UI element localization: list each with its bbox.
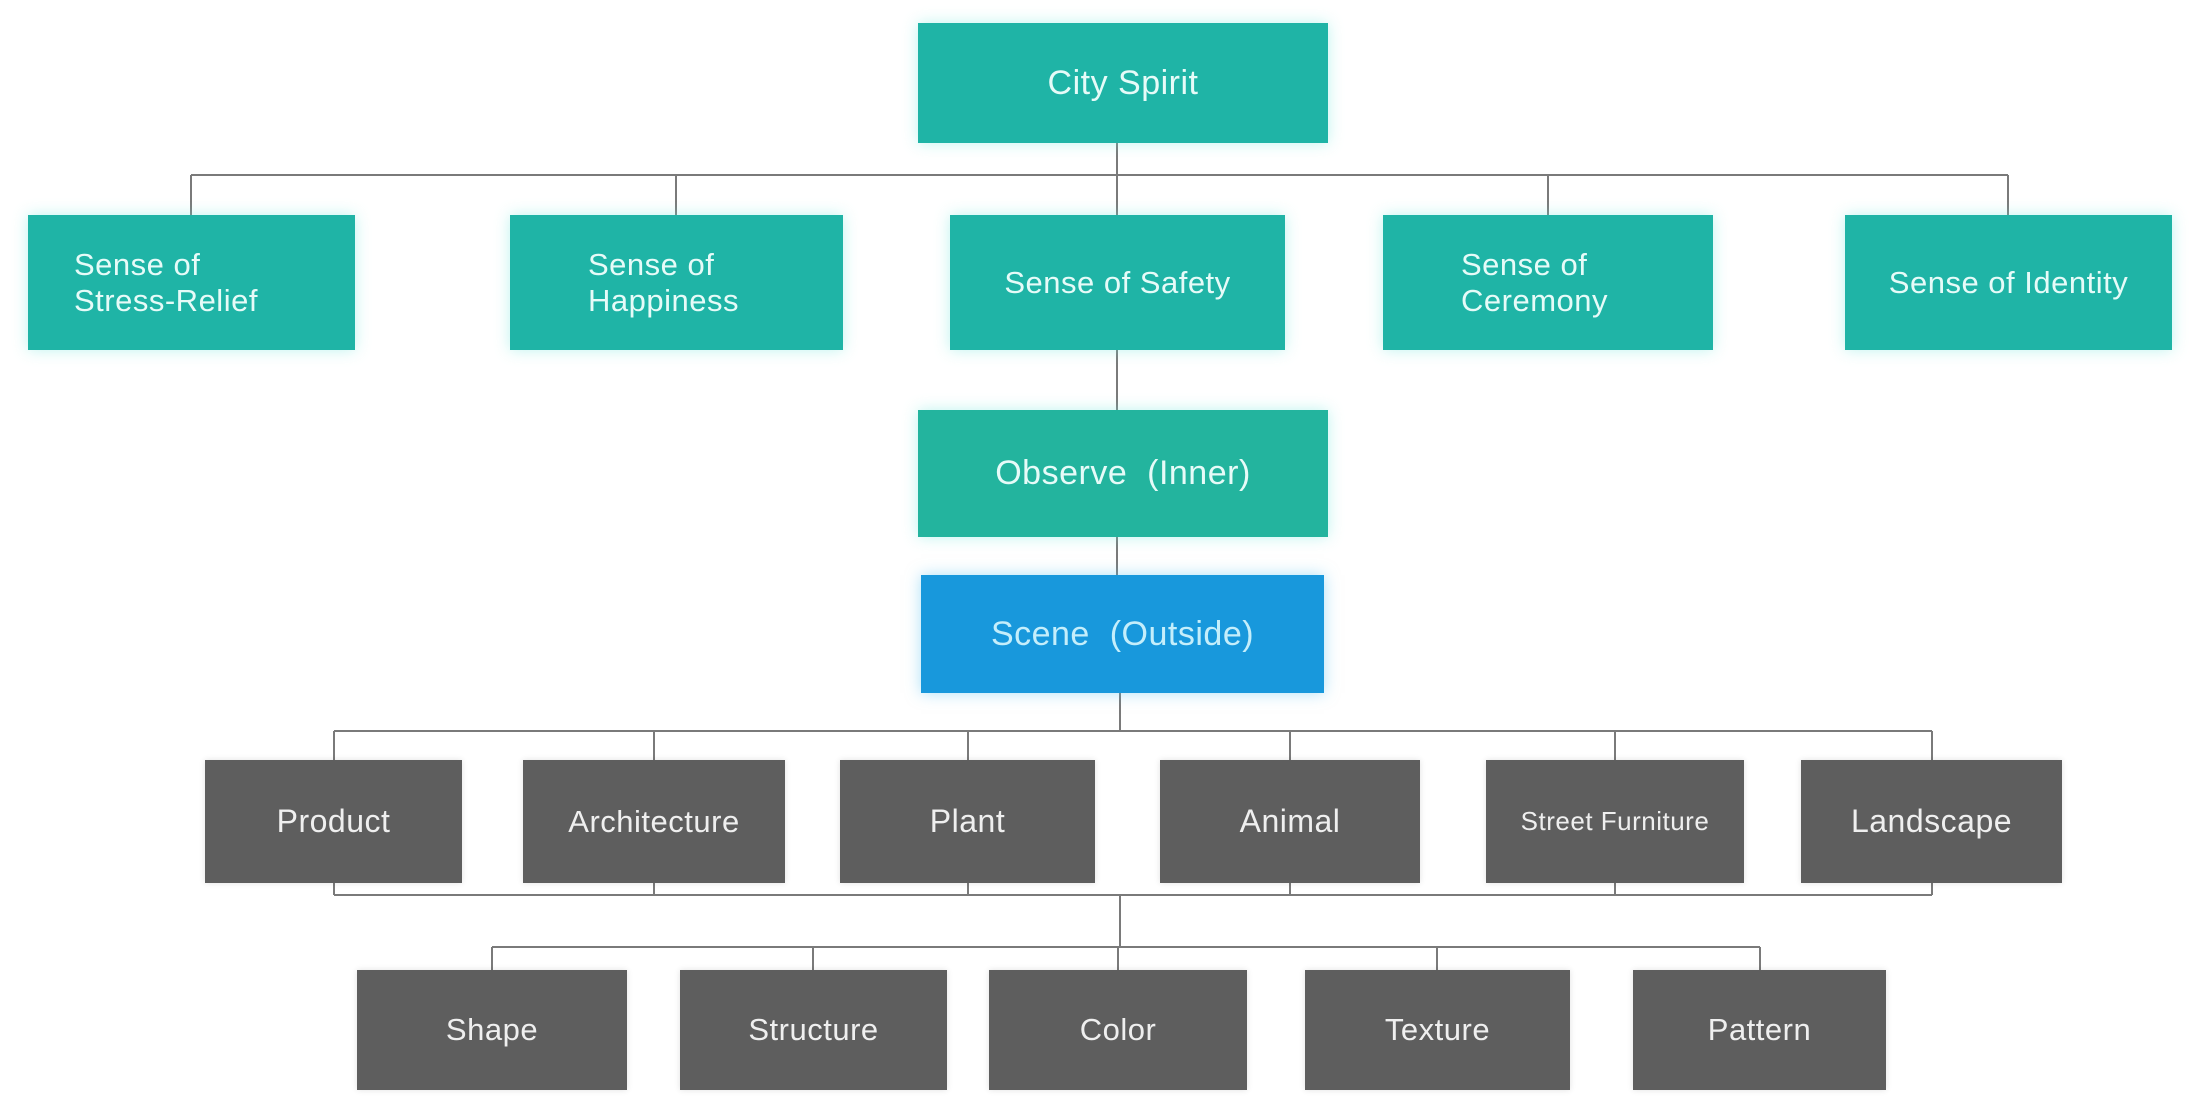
- node-sense-of-happiness-label: Sense of Happiness: [588, 247, 739, 318]
- node-street-furniture-label: Street Furniture: [1520, 805, 1710, 836]
- node-sense-of-safety-label: Sense of Safety: [1004, 264, 1231, 300]
- node-sense-of-ceremony: Sense of Ceremony: [1383, 215, 1713, 350]
- node-street-furniture: Street Furniture: [1486, 760, 1744, 883]
- node-sense-of-identity: Sense of Identity: [1845, 215, 2172, 350]
- node-sense-of-identity-label: Sense of Identity: [1888, 264, 2129, 300]
- node-product-label: Product: [276, 803, 391, 840]
- node-pattern: Pattern: [1633, 970, 1886, 1090]
- node-architecture-label: Architecture: [568, 803, 740, 839]
- node-structure-label: Structure: [748, 1012, 879, 1048]
- node-animal-label: Animal: [1239, 803, 1341, 840]
- node-shape: Shape: [357, 970, 627, 1090]
- node-plant: Plant: [840, 760, 1095, 883]
- node-sense-of-happiness: Sense of Happiness: [510, 215, 843, 350]
- node-sense-of-stress-relief-label: Sense of Stress-Relief: [74, 247, 258, 318]
- node-texture: Texture: [1305, 970, 1570, 1090]
- node-animal: Animal: [1160, 760, 1420, 883]
- node-plant-label: Plant: [929, 803, 1006, 840]
- node-sense-of-safety: Sense of Safety: [950, 215, 1285, 350]
- node-pattern-label: Pattern: [1707, 1012, 1812, 1048]
- node-texture-label: Texture: [1384, 1012, 1491, 1048]
- node-landscape: Landscape: [1801, 760, 2062, 883]
- node-city-spirit: City Spirit: [918, 23, 1328, 143]
- node-color: Color: [989, 970, 1247, 1090]
- node-structure: Structure: [680, 970, 947, 1090]
- node-shape-label: Shape: [445, 1012, 539, 1048]
- node-scene-outside-label: Scene (Outside): [990, 614, 1255, 653]
- node-scene-outside: Scene (Outside): [921, 575, 1324, 693]
- node-landscape-label: Landscape: [1850, 803, 2013, 840]
- node-observe-inner: Observe (Inner): [918, 410, 1328, 537]
- node-city-spirit-label: City Spirit: [1047, 63, 1199, 102]
- node-sense-of-stress-relief: Sense of Stress-Relief: [28, 215, 355, 350]
- node-product: Product: [205, 760, 462, 883]
- node-color-label: Color: [1079, 1012, 1157, 1048]
- node-architecture: Architecture: [523, 760, 785, 883]
- node-observe-inner-label: Observe (Inner): [995, 454, 1251, 493]
- node-sense-of-ceremony-label: Sense of Ceremony: [1461, 247, 1608, 318]
